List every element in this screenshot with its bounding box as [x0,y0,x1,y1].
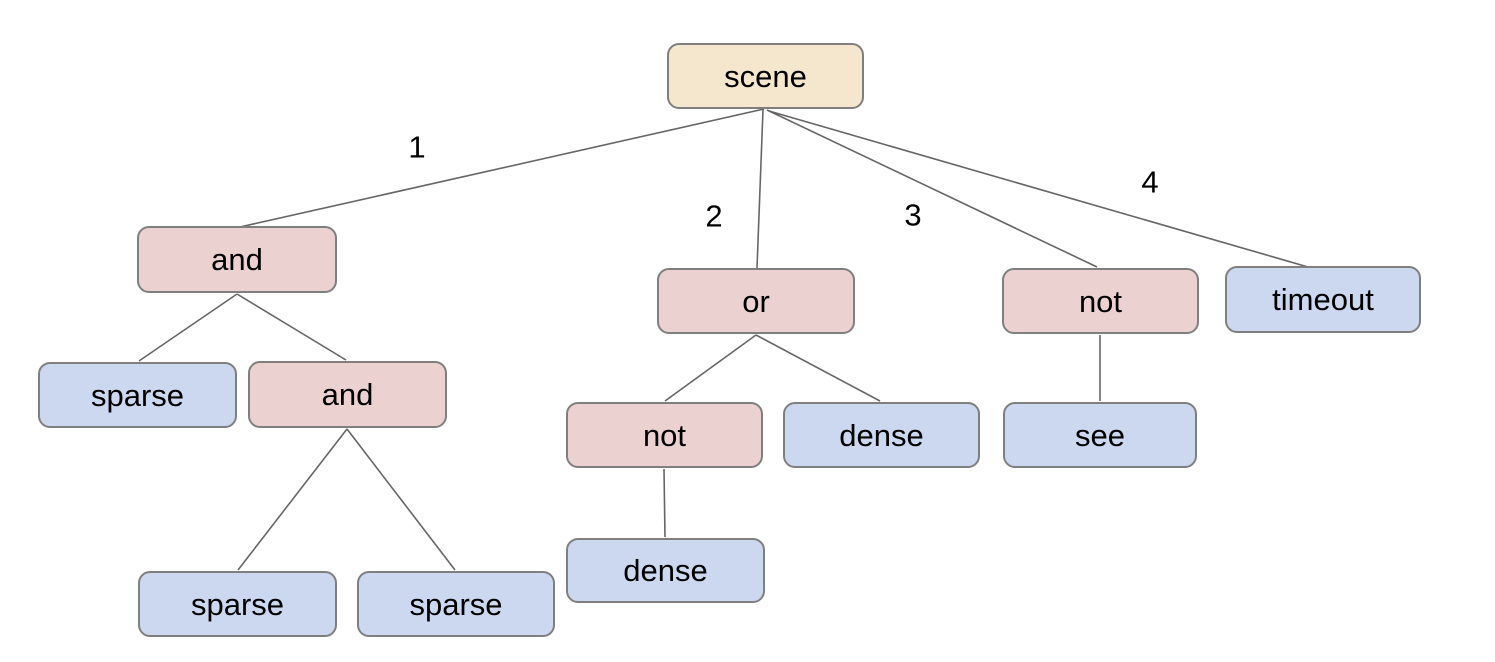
tree-node-and-2: and [248,361,447,428]
tree-node-sparse-3: sparse [357,571,555,637]
edge-scene-and [239,108,765,228]
edge-scene-timeout [768,110,1309,268]
tree-node-timeout: timeout [1225,266,1421,333]
edge-label-3: 3 [904,197,922,233]
edge-and-and [236,293,347,361]
tree-node-scene: scene [667,43,864,109]
tree-node-and: and [137,226,337,293]
tree-node-dense-1: dense [783,402,980,468]
edge-and2-sparse3 [346,428,456,571]
edge-and2-sparse2 [237,428,348,571]
edge-or-not [664,334,757,402]
tree-node-not: not [1002,268,1199,334]
tree-node-not-2: not [566,402,763,468]
edge-label-4: 4 [1141,164,1159,200]
edge-and-sparse [138,293,238,362]
edge-not2-dense2 [663,468,666,538]
tree-node-see: see [1003,402,1197,468]
edge-label-1: 1 [408,129,426,165]
tree-node-sparse-1: sparse [38,362,237,428]
edge-or-dense [755,334,881,402]
edge-scene-not [766,109,1098,268]
edge-label-2: 2 [705,198,723,234]
edge-scene-or [756,109,764,269]
tree-node-sparse-2: sparse [138,571,337,637]
tree-node-dense-2: dense [566,538,765,603]
tree-node-or: or [657,268,855,334]
